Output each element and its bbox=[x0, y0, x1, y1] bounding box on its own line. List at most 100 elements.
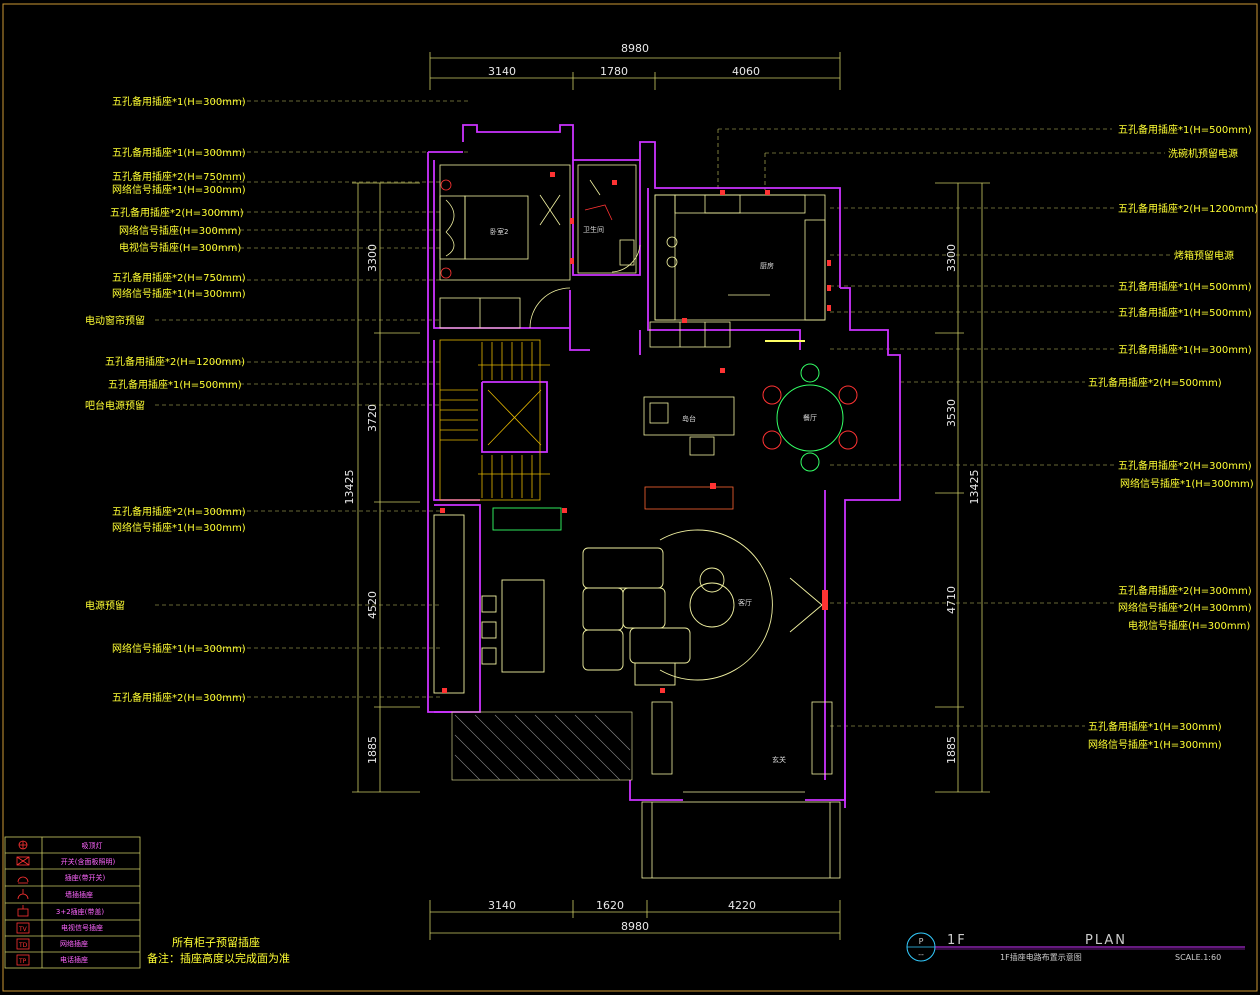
svg-text:TD: TD bbox=[18, 942, 28, 949]
entry-fixtures bbox=[641, 701, 841, 879]
left-label-5: 五孔备用插座*2(H=300mm) bbox=[110, 206, 244, 219]
top-dim-3: 4060 bbox=[732, 65, 760, 78]
left-leaders bbox=[155, 100, 470, 698]
title-symbol-top: P bbox=[919, 937, 924, 946]
svg-text:TP: TP bbox=[18, 958, 27, 965]
legend-table bbox=[4, 836, 141, 969]
right-dimensions bbox=[935, 182, 990, 793]
left-annotation-labels: 五孔备用插座*1(H=300mm) 五孔备用插座*1(H=300mm) 五孔备用… bbox=[85, 95, 246, 704]
legend-icons: TV TD TP bbox=[16, 840, 30, 966]
walls bbox=[427, 124, 901, 808]
right-dim-3: 4710 bbox=[945, 586, 958, 614]
left-label-3: 五孔备用插座*2(H=750mm) bbox=[112, 170, 246, 183]
legend-label-7: 网络插座 bbox=[60, 939, 88, 948]
left-label-12: 五孔备用插座*1(H=500mm) bbox=[108, 378, 242, 391]
left-label-18: 五孔备用插座*2(H=300mm) bbox=[112, 691, 246, 704]
bottom-total-dim: 8980 bbox=[621, 920, 649, 933]
right-label-5: 五孔备用插座*1(H=500mm) bbox=[1118, 280, 1252, 293]
legend-label-4: 墙插插座 bbox=[65, 890, 93, 899]
right-label-7: 五孔备用插座*1(H=300mm) bbox=[1118, 343, 1252, 356]
left-total-dim: 13425 bbox=[343, 470, 356, 505]
dining-table bbox=[762, 363, 858, 472]
right-dim-2: 3530 bbox=[945, 399, 958, 427]
legend-label-5: 3+2插座(带盖) bbox=[56, 907, 105, 916]
left-label-4: 网络信号插座*1(H=300mm) bbox=[112, 183, 246, 196]
legend-label-8: 电话插座 bbox=[60, 955, 88, 964]
hatched-balcony bbox=[451, 711, 633, 781]
right-label-11: 五孔备用插座*2(H=300mm) bbox=[1118, 584, 1252, 597]
left-label-14: 五孔备用插座*2(H=300mm) bbox=[112, 505, 246, 518]
bottom-dim-3: 4220 bbox=[728, 899, 756, 912]
left-label-6: 网络信号插座(H=300mm) bbox=[119, 224, 241, 237]
network-socket-icon: TD bbox=[16, 938, 30, 950]
svg-text:TV: TV bbox=[18, 926, 28, 933]
title-plan: PLAN bbox=[1085, 933, 1127, 948]
top-dimensions bbox=[429, 52, 841, 90]
right-label-6: 五孔备用插座*1(H=500mm) bbox=[1118, 306, 1252, 319]
left-label-10: 电动窗帘预留 bbox=[85, 314, 145, 327]
left-label-2: 五孔备用插座*1(H=300mm) bbox=[112, 146, 246, 159]
top-total-dim: 8980 bbox=[621, 42, 649, 55]
top-dim-2: 1780 bbox=[600, 65, 628, 78]
right-label-15: 网络信号插座*1(H=300mm) bbox=[1088, 738, 1222, 751]
left-dim-1: 3300 bbox=[366, 244, 379, 272]
note-line-2: 备注：插座高度以完成面为准 bbox=[147, 951, 290, 965]
title-subtitle: 1F插座电路布置示意图 bbox=[1000, 952, 1082, 962]
socket-icon bbox=[17, 876, 29, 884]
left-dimensions bbox=[352, 182, 420, 793]
wall-socket-icon bbox=[17, 889, 29, 900]
switch-icon bbox=[16, 856, 30, 866]
room-living: 客厅 bbox=[738, 598, 752, 607]
right-label-13: 电视信号插座(H=300mm) bbox=[1128, 619, 1250, 632]
right-label-4: 烤箱预留电源 bbox=[1174, 249, 1234, 262]
note-line-1: 所有柜子预留插座 bbox=[172, 935, 260, 949]
ceiling-light-icon bbox=[18, 840, 28, 850]
left-label-11: 五孔备用插座*2(H=1200mm) bbox=[105, 355, 245, 368]
legend-label-3: 插座(带开关) bbox=[65, 873, 106, 882]
tv-socket-icon: TV bbox=[16, 922, 30, 934]
left-label-13: 吧台电源预留 bbox=[85, 399, 145, 412]
stairs bbox=[439, 339, 550, 501]
legend-label-1: 吸顶灯 bbox=[82, 841, 103, 850]
legend-labels: 吸顶灯 开关(含面板照明) 插座(带开关) 墙插插座 3+2插座(带盖) 电视信… bbox=[56, 841, 116, 964]
left-label-15: 网络信号插座*1(H=300mm) bbox=[112, 521, 246, 534]
socket-markers bbox=[440, 172, 831, 693]
room-island: 岛台 bbox=[682, 414, 696, 423]
legend-label-2: 开关(含面板照明) bbox=[61, 857, 116, 866]
bottom-dim-1: 3140 bbox=[488, 899, 516, 912]
left-label-1: 五孔备用插座*1(H=300mm) bbox=[112, 95, 246, 108]
right-label-10: 网络信号插座*1(H=300mm) bbox=[1120, 477, 1254, 490]
left-label-9: 网络信号插座*1(H=300mm) bbox=[112, 287, 246, 300]
right-dim-1: 3300 bbox=[945, 244, 958, 272]
right-label-9: 五孔备用插座*2(H=300mm) bbox=[1118, 459, 1252, 472]
bathroom-fixtures bbox=[577, 164, 641, 274]
right-label-1: 五孔备用插座*1(H=500mm) bbox=[1118, 123, 1252, 136]
right-total-dim: 13425 bbox=[968, 470, 981, 505]
right-dim-4: 1885 bbox=[945, 736, 958, 764]
right-label-3: 五孔备用插座*2(H=1200mm) bbox=[1118, 202, 1258, 215]
bottom-dimensions bbox=[429, 900, 841, 940]
kitchen-fixtures bbox=[649, 194, 826, 348]
title-block: P -- 1F PLAN 1F插座电路布置示意图 SCALE.1:60 bbox=[906, 932, 1245, 962]
left-label-8: 五孔备用插座*2(H=750mm) bbox=[112, 271, 246, 284]
living-furniture bbox=[433, 507, 823, 694]
room-kitchen: 厨房 bbox=[760, 261, 774, 270]
right-label-2: 洗碗机预留电源 bbox=[1168, 147, 1238, 160]
room-entry: 玄关 bbox=[772, 755, 786, 764]
left-label-17: 网络信号插座*1(H=300mm) bbox=[112, 642, 246, 655]
right-label-12: 网络信号插座*2(H=300mm) bbox=[1118, 601, 1252, 614]
island-fixture bbox=[643, 396, 735, 510]
left-dim-4: 1885 bbox=[366, 736, 379, 764]
room-bath: 卫生间 bbox=[583, 225, 604, 234]
drawing-frame bbox=[2, 3, 1258, 992]
right-annotation-labels: 五孔备用插座*1(H=500mm) 洗碗机预留电源 五孔备用插座*2(H=120… bbox=[1088, 123, 1258, 751]
top-dim-1: 3140 bbox=[488, 65, 516, 78]
three-two-socket-icon bbox=[17, 905, 29, 917]
room-dining: 餐厅 bbox=[803, 413, 817, 422]
right-leaders bbox=[717, 128, 1170, 727]
left-dim-2: 3720 bbox=[366, 404, 379, 432]
room-bedroom: 卧室2 bbox=[490, 227, 508, 236]
left-label-16: 电源预留 bbox=[85, 599, 125, 612]
bottom-dim-2: 1620 bbox=[596, 899, 624, 912]
